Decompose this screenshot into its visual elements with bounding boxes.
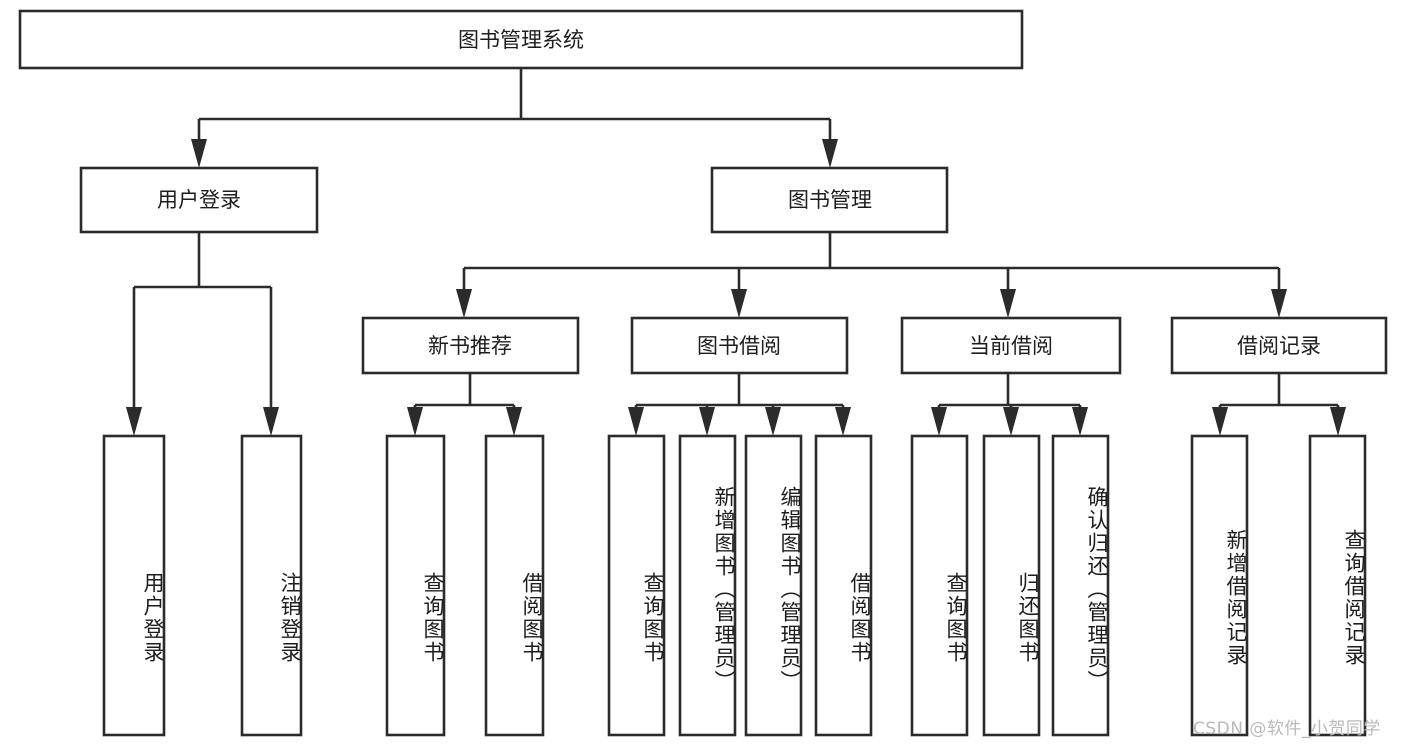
leaf-box-edit-book[interactable] — [744, 434, 803, 737]
node-label-user-login: 用户登录 — [157, 188, 241, 212]
node-box-new-book-rec[interactable] — [361, 316, 580, 375]
leaf-box-query-record[interactable] — [1308, 434, 1367, 737]
arrowhead-leaf-query-record — [1330, 407, 1346, 436]
leaf-box-query-book-cb[interactable] — [910, 434, 969, 737]
connector-group-book-borrow — [628, 373, 851, 436]
arrowhead-user-login — [191, 139, 207, 168]
leaf-box-query-book-rec[interactable] — [385, 434, 446, 737]
arrowhead-leaf-logout — [263, 407, 279, 436]
connector-group-user-login — [126, 232, 279, 436]
arrowhead-leaf-confirm-return — [1072, 407, 1088, 436]
leaf-box-return-book[interactable] — [982, 434, 1041, 737]
node-box-book-manage[interactable] — [710, 166, 949, 234]
node-label-current-borrow: 当前借阅 — [969, 334, 1053, 358]
node-label-new-book-rec: 新书推荐 — [428, 334, 512, 358]
arrowhead-leaf-borrow-book-rec — [506, 407, 522, 436]
node-new-book-rec[interactable]: 新书推荐 — [361, 316, 580, 375]
node-user-login[interactable]: 用户登录 — [79, 166, 319, 234]
leaf-box-group — [102, 434, 1367, 737]
csdn-watermark: CSDN @软件_小贺同学 — [1193, 719, 1381, 739]
arrowhead-leaf-borrow-book-br — [835, 407, 851, 436]
connector-group-borrow-record — [1212, 373, 1346, 436]
node-box-borrow-record[interactable] — [1170, 316, 1388, 375]
node-book-manage[interactable]: 图书管理 — [710, 166, 949, 234]
arrowhead-leaf-query-book-br — [628, 407, 644, 436]
leaf-box-add-book[interactable] — [678, 434, 737, 737]
leaf-box-user-login[interactable] — [102, 434, 166, 737]
arrowhead-leaf-add-record — [1212, 407, 1228, 436]
leaf-box-borrow-book-br[interactable] — [814, 434, 873, 737]
node-label-root: 图书管理系统 — [458, 28, 584, 52]
leaf-box-confirm-return[interactable] — [1051, 434, 1110, 737]
node-label-book-manage: 图书管理 — [788, 188, 872, 212]
arrowhead-leaf-add-book — [699, 407, 715, 436]
node-label-book-borrow: 图书借阅 — [697, 334, 781, 358]
connector-group-root — [191, 68, 838, 168]
arrowhead-leaf-return-book — [1003, 407, 1019, 436]
leaf-box-add-record[interactable] — [1190, 434, 1249, 737]
connector-group-current-borrow — [931, 373, 1088, 436]
connector-group-new-book-rec — [407, 373, 522, 436]
arrowhead-leaf-user-login — [126, 407, 142, 436]
node-box-book-borrow[interactable] — [630, 316, 849, 375]
arrowhead-leaf-query-book-rec — [407, 407, 423, 436]
node-box-user-login[interactable] — [79, 166, 319, 234]
node-borrow-record[interactable]: 借阅记录 — [1170, 316, 1388, 375]
arrowhead-leaf-edit-book — [765, 407, 781, 436]
arrowhead-new-book-rec — [456, 289, 472, 318]
node-box-root[interactable] — [18, 9, 1024, 70]
node-root-system[interactable]: 图书管理系统 — [18, 9, 1024, 70]
node-book-borrow[interactable]: 图书借阅 — [630, 316, 849, 375]
node-label-borrow-record: 借阅记录 — [1237, 334, 1321, 358]
arrowhead-book-borrow — [731, 289, 747, 318]
leaf-box-borrow-book-rec[interactable] — [484, 434, 545, 737]
leaf-box-logout[interactable] — [240, 434, 303, 737]
leaf-box-query-book-br[interactable] — [607, 434, 666, 737]
arrowhead-leaf-query-book-cb — [931, 407, 947, 436]
connector-group-book-manage — [456, 232, 1287, 318]
node-current-borrow[interactable]: 当前借阅 — [900, 316, 1122, 375]
arrowhead-book-manage — [822, 139, 838, 168]
node-box-current-borrow[interactable] — [900, 316, 1122, 375]
arrowhead-borrow-record — [1271, 289, 1287, 318]
arrowhead-current-borrow — [1000, 289, 1016, 318]
